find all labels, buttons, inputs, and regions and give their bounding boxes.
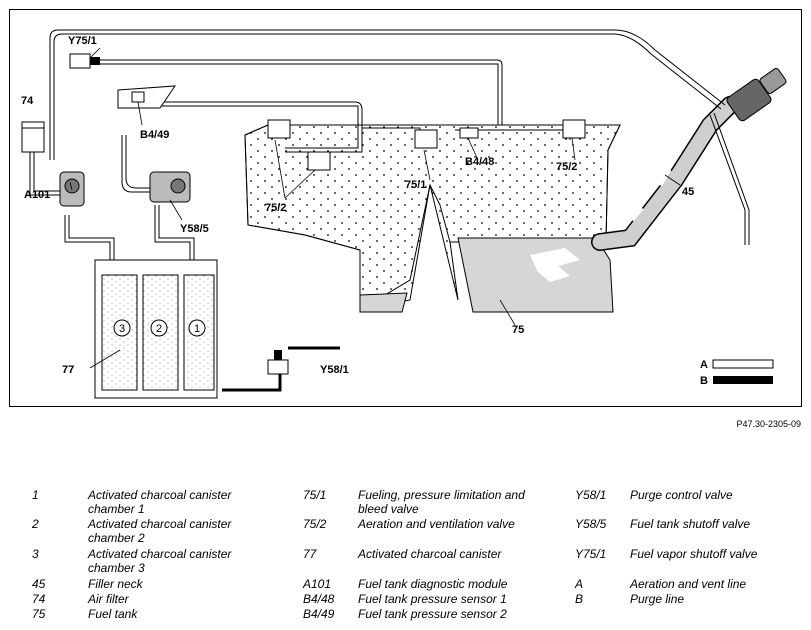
key-b-swatch — [713, 376, 773, 384]
pressure-sensor-2-housing — [117, 85, 176, 109]
fuel-splash — [530, 248, 580, 282]
air-filter — [21, 121, 45, 153]
chamber-2-marker — [150, 319, 168, 337]
figure-reference: P47.30-2305-09 — [736, 419, 801, 429]
fuel-level-left — [359, 292, 408, 313]
label-y58-1: Y58/1 — [320, 364, 349, 376]
legend-code: 1 — [32, 488, 39, 502]
charcoal-canister: 3 2 1 — [94, 259, 218, 399]
chamber-2-label: 2 — [156, 323, 162, 335]
legend-code: 2 — [32, 517, 39, 531]
label-y58-5: Y58/5 — [180, 223, 209, 235]
legend-description: Activated charcoal canister chamber 3 — [88, 547, 232, 575]
legend-description: Fuel tank diagnostic module — [358, 577, 508, 591]
label-key-a: A — [700, 359, 708, 371]
legend-code: Y58/1 — [575, 488, 607, 502]
label-75-2-right: 75/2 — [556, 161, 577, 173]
label-75-2-left: 75/2 — [265, 202, 286, 214]
chamber-1-marker — [188, 319, 206, 337]
legend-code: A — [575, 577, 584, 591]
legend-description: Aeration and ventilation valve — [358, 517, 515, 531]
legend-code: B4/48 — [303, 592, 335, 606]
fuel-vapor-shutoff-valve — [69, 53, 100, 69]
legend-code: 75/2 — [303, 517, 327, 531]
filler-neck — [591, 67, 787, 251]
legend-description: Fuel tank pressure sensor 1 — [358, 592, 507, 606]
legend-description: Fueling, pressure limitation and bleed v… — [358, 488, 525, 516]
legend-description: Activated charcoal canister chamber 2 — [88, 517, 232, 545]
label-key-b: B — [700, 375, 708, 387]
label-75: 75 — [512, 324, 524, 336]
legend-description: Fuel vapor shutoff valve — [630, 547, 758, 561]
label-a101: A101 — [24, 189, 50, 201]
fuel-tank — [244, 124, 621, 311]
legend-code: Y75/1 — [575, 547, 607, 561]
label-y75-1: Y75/1 — [68, 35, 97, 47]
key-a-swatch — [712, 359, 774, 369]
legend-code: A101 — [303, 577, 332, 591]
label-77: 77 — [62, 364, 74, 376]
label-b4-48: B4/48 — [465, 156, 494, 168]
chamber-3-label: 3 — [119, 323, 125, 335]
fuel-tank-shutoff-valve — [149, 171, 191, 203]
label-75-1: 75/1 — [405, 179, 426, 191]
aeration-vent-lines — [29, 29, 750, 260]
legend-description: Fuel tank pressure sensor 2 — [358, 607, 507, 621]
purge-control-valve — [267, 350, 289, 375]
legend-code: 75/1 — [303, 488, 327, 502]
legend-description: Activated charcoal canister chamber 1 — [88, 488, 232, 516]
legend-description: Air filter — [88, 592, 129, 606]
tank-valves — [267, 119, 586, 171]
label-b4-49: B4/49 — [140, 129, 169, 141]
legend-description: Fuel tank — [88, 607, 138, 621]
legend-code: 45 — [32, 577, 46, 591]
diagram-frame: 3 2 1 Y75/1 B4/49 74 A101 Y58/5 77 Y58/1… — [9, 9, 802, 407]
label-74: 74 — [21, 95, 34, 107]
leader-lines — [69, 47, 681, 369]
fuel-evaporation-diagram: 3 2 1 Y75/1 B4/49 74 A101 Y58/5 77 Y58/1… — [21, 29, 787, 399]
legend-description: Aeration and vent line — [630, 577, 747, 591]
legend-code: B — [575, 592, 584, 606]
chamber-3-marker — [113, 319, 131, 337]
legend-code: 77 — [303, 547, 317, 561]
chamber-1-label: 1 — [194, 323, 200, 335]
label-45: 45 — [682, 186, 694, 198]
legend-description: Purge control valve — [630, 488, 733, 502]
fuel-level-right — [457, 237, 614, 313]
legend-description: Purge line — [630, 592, 685, 606]
legend-description: Filler neck — [88, 577, 143, 591]
legend-code: 3 — [32, 547, 39, 561]
legend-description: Activated charcoal canister — [358, 547, 502, 561]
legend-code: 74 — [32, 592, 46, 606]
legend-code: 75 — [32, 607, 46, 621]
legend-code: Y58/5 — [575, 517, 607, 531]
legend-code: B4/49 — [303, 607, 335, 621]
legend-description: Fuel tank shutoff valve — [630, 517, 751, 531]
